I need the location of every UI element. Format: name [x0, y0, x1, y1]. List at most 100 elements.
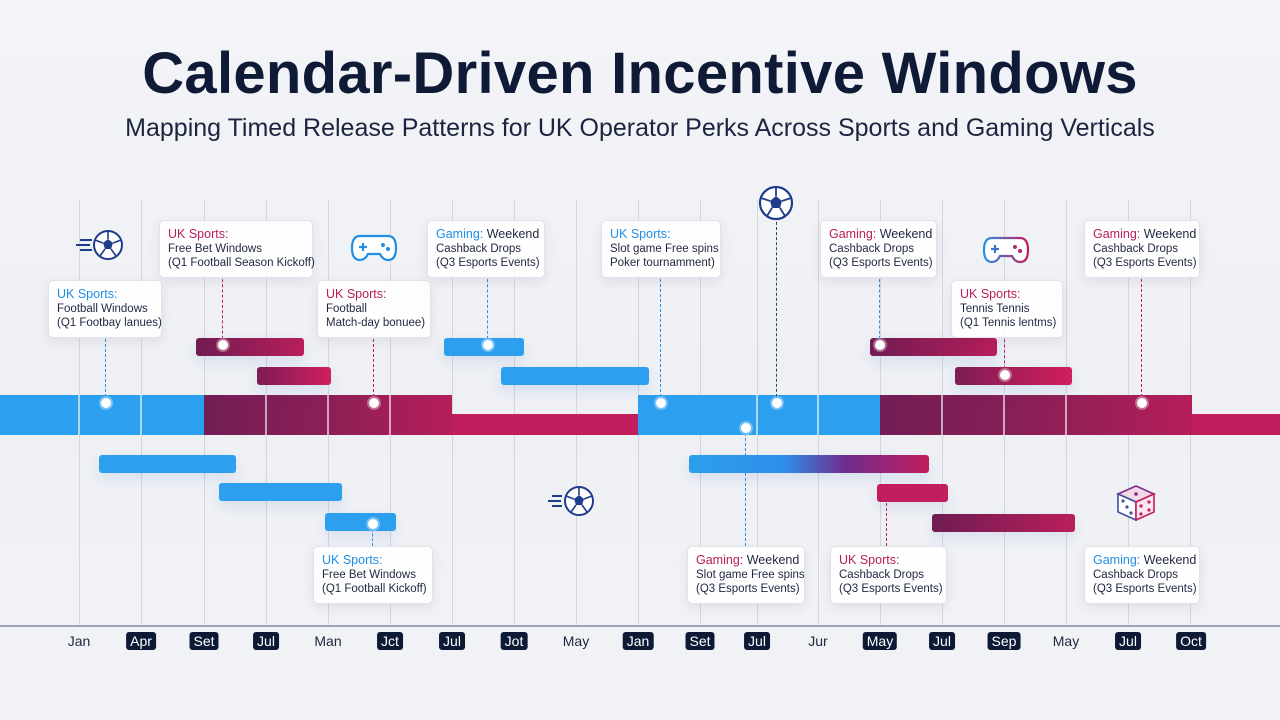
month-label: Jot	[500, 632, 528, 650]
incentive-bar	[501, 367, 649, 385]
annotation-card: UK Sports: Football Match-day bonuee)	[317, 280, 431, 338]
band-divider	[78, 395, 80, 435]
annotation-card: UK Sports: Football Windows (Q1 Footbay …	[48, 280, 162, 338]
card-line: (Q3 Esports Events)	[696, 583, 800, 595]
month-label: Apr	[126, 632, 156, 650]
card-line: (Q3 Esports Events)	[829, 257, 933, 269]
dice-icon	[1116, 485, 1156, 522]
band-segment-sports	[638, 395, 880, 435]
card-category: Gaming:	[829, 227, 877, 241]
month-label: Set	[189, 632, 219, 650]
card-line: (Q1 Tennis lentms)	[960, 317, 1057, 329]
incentive-bar	[257, 367, 331, 385]
annotation-card: UK Sports: Free Bet Windows (Q1 Football…	[159, 220, 315, 278]
incentive-bar	[219, 483, 342, 501]
band-divider	[265, 395, 267, 435]
card-line: Cashback Drops	[1093, 242, 1179, 255]
band-divider	[140, 395, 142, 435]
card-line: Tennis Tennis	[960, 302, 1030, 315]
card-category: UK Sports:	[326, 287, 387, 301]
card-line: Cashback Drops	[839, 568, 925, 581]
connector-line	[487, 274, 488, 344]
gridline	[576, 200, 577, 625]
card-line: Free Bet Windows	[322, 568, 416, 581]
card-line: (Q1 Football Kickoff)	[322, 583, 427, 595]
band-divider	[817, 395, 819, 435]
marker-dot	[772, 398, 782, 408]
marker-dot	[875, 340, 885, 350]
month-label: Jur	[808, 633, 828, 649]
card-category: UK Sports:	[57, 287, 118, 301]
card-title-rest: Weekend	[1143, 227, 1197, 241]
marker-dot	[369, 398, 379, 408]
incentive-bar	[689, 455, 929, 473]
month-label: Set	[685, 632, 715, 650]
annotation-card: Gaming: Weekend Cashback Drops (Q3 Espor…	[427, 220, 545, 278]
card-line: Football	[326, 302, 367, 315]
card-category: UK Sports:	[168, 227, 229, 241]
connector-line	[373, 334, 374, 402]
band-divider	[756, 395, 758, 435]
soccer-ball-icon	[548, 486, 594, 516]
month-label: Jan	[622, 632, 654, 650]
card-line: Free Bet Windows	[168, 242, 262, 255]
game-controller-icon	[350, 234, 398, 262]
card-line: Cashback Drops	[1093, 568, 1179, 581]
card-category: UK Sports:	[960, 287, 1021, 301]
card-category: Gaming:	[1093, 553, 1141, 567]
marker-dot	[218, 340, 228, 350]
marker-dot	[368, 519, 378, 529]
band-divider	[1065, 395, 1067, 435]
connector-line	[1141, 274, 1142, 402]
month-label: Man	[314, 633, 342, 649]
card-line: (Q1 Football Season Kickoff)	[168, 257, 315, 269]
month-label: Jul	[744, 632, 770, 650]
card-line: Poker tournamment)	[610, 257, 715, 269]
month-label: Oct	[1176, 632, 1206, 650]
month-label: Jul	[439, 632, 465, 650]
card-line: (Q3 Esports Events)	[839, 583, 943, 595]
incentive-bar	[877, 484, 948, 502]
soccer-ball-icon	[758, 185, 794, 221]
card-line: (Q3 Esports Events)	[436, 257, 540, 269]
annotation-card: Gaming: Weekend Slot game Free spins (Q3…	[687, 546, 805, 604]
marker-dot	[741, 423, 751, 433]
incentive-bar	[932, 514, 1075, 532]
card-category: Gaming:	[436, 227, 484, 241]
marker-dot	[483, 340, 493, 350]
card-line: (Q3 Esports Events)	[1093, 583, 1197, 595]
card-category: UK Sports:	[322, 553, 383, 567]
month-label: May	[562, 633, 590, 649]
incentive-bar	[955, 367, 1072, 385]
month-label: Jul	[253, 632, 279, 650]
month-label: Sep	[987, 632, 1021, 650]
card-line: Match-day bonuee)	[326, 317, 426, 329]
page-subtitle: Mapping Timed Release Patterns for UK Op…	[125, 114, 1155, 142]
connector-line	[660, 274, 661, 402]
card-category: Gaming:	[1093, 227, 1141, 241]
page-title: Calendar-Driven Incentive Windows	[142, 41, 1138, 106]
annotation-card: Gaming: Weekend Cashback Drops (Q3 Espor…	[1084, 546, 1200, 604]
connector-line	[222, 274, 223, 344]
marker-dot	[656, 398, 666, 408]
annotation-card: Gaming: Weekend Cashback Drops (Q3 Espor…	[820, 220, 937, 278]
game-controller-icon	[982, 236, 1030, 264]
connector-line	[105, 334, 106, 402]
annotation-card: UK Sports: Free Bet Windows (Q1 Football…	[313, 546, 433, 604]
band-divider	[941, 395, 943, 435]
soccer-ball-icon	[76, 230, 123, 260]
marker-dot	[1137, 398, 1147, 408]
month-label: May	[1052, 633, 1080, 649]
band-segment-gaming-thin	[452, 414, 638, 435]
month-label: Jct	[377, 632, 403, 650]
annotation-card: UK Sports: Tennis Tennis (Q1 Tennis lent…	[951, 280, 1063, 338]
card-category: UK Sports:	[610, 227, 671, 241]
card-title-rest: Weekend	[1143, 553, 1197, 567]
card-line: Cashback Drops	[829, 242, 915, 255]
month-label: Jul	[929, 632, 955, 650]
connector-line	[886, 493, 887, 546]
month-label: Jan	[67, 633, 91, 649]
card-line: (Q3 Esports Events)	[1093, 257, 1197, 269]
card-category: UK Sports:	[839, 553, 900, 567]
connector-line	[776, 222, 777, 402]
